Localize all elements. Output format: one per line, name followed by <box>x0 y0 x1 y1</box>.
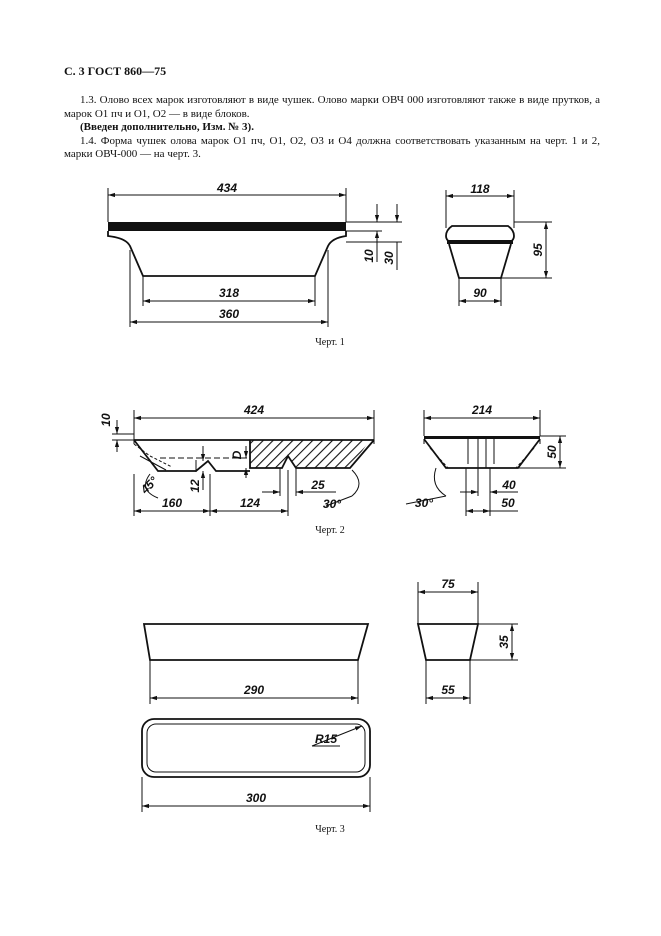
text-block: 1.3. Олово всех марок изготовляют в виде… <box>64 94 600 162</box>
side-outline <box>416 623 480 661</box>
dim-10: 10 <box>362 249 376 263</box>
paragraph-1-4: 1.4. Форма чушек олова марок О1 пч, О1, … <box>64 134 600 161</box>
dim-side-angle-30: 30° <box>415 496 433 510</box>
dim-50-bottom: 50 <box>501 496 515 510</box>
dim-35: 35 <box>497 635 511 649</box>
dim-d: D <box>230 450 244 459</box>
dim-360: 360 <box>219 307 239 321</box>
figure-2-front-view: 424 10 45° 12 D 160 <box>99 403 375 516</box>
dim-angle-30: 30° <box>323 497 341 511</box>
dim-290: 290 <box>243 683 264 697</box>
dim-434: 434 <box>216 181 237 195</box>
dim-318: 318 <box>219 286 239 300</box>
figure-3: 290 75 35 55 R15 300 <box>141 577 518 835</box>
dim-12: 12 <box>188 479 202 493</box>
dim-25: 25 <box>310 478 325 492</box>
front-bottom-right <box>249 439 375 469</box>
paragraph-1-3: 1.3. Олово всех марок изготовляют в виде… <box>64 94 600 120</box>
dim-300: 300 <box>246 791 266 805</box>
figure-2: 424 10 45° 12 D 160 <box>99 403 566 536</box>
paragraph-amendment: (Введен дополнительно, Изм. № 3). <box>80 121 254 134</box>
side-outline <box>448 243 512 279</box>
figure-1-front-view: 434 318 360 10 30 <box>107 181 402 327</box>
dim-55: 55 <box>441 683 455 697</box>
hatched-section <box>250 440 370 468</box>
figure-1: 434 318 360 10 30 <box>107 181 552 348</box>
dim-r15: R15 <box>315 732 337 746</box>
front-outline <box>142 623 370 661</box>
ingot-outline <box>107 231 347 277</box>
dim-50-height: 50 <box>545 445 559 459</box>
caption-figure-1: Черт. 1 <box>315 337 344 348</box>
figure-3-plan-view: R15 300 <box>141 718 371 812</box>
dim-10-flange: 10 <box>99 413 113 427</box>
front-bottom-left <box>133 439 250 472</box>
dim-124: 124 <box>240 496 260 510</box>
top-flange-bar <box>108 222 346 231</box>
figure-1-side-view: 118 95 90 <box>445 182 552 306</box>
side-top-rounded <box>445 225 515 243</box>
dim-angle-45: 45° <box>137 474 161 498</box>
dim-40: 40 <box>501 478 516 492</box>
figure-3-side-view: 75 35 55 <box>416 577 518 704</box>
caption-figure-2: Черт. 2 <box>315 525 344 536</box>
caption-figure-3: Черт. 3 <box>315 824 344 835</box>
dim-75: 75 <box>441 577 455 591</box>
dim-30: 30 <box>382 251 396 265</box>
plan-inner-outline <box>146 723 366 773</box>
figure-3-front-view: 290 <box>142 623 370 704</box>
dim-160: 160 <box>162 496 182 510</box>
plan-outline <box>141 718 371 778</box>
dim-424: 424 <box>243 403 264 417</box>
dim-214: 214 <box>471 403 492 417</box>
dim-118: 118 <box>470 182 489 196</box>
page-header: С. 3 ГОСТ 860—75 <box>64 64 167 78</box>
dim-95: 95 <box>531 243 545 257</box>
dim-90: 90 <box>473 286 487 300</box>
figure-2-side-view: 214 50 30° 40 50 <box>405 403 566 516</box>
side-outline <box>423 438 541 469</box>
